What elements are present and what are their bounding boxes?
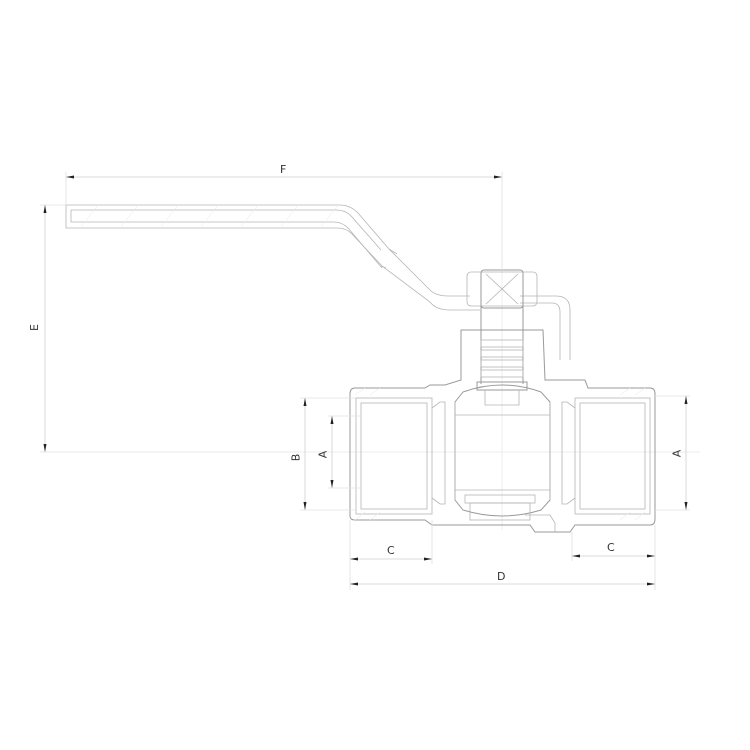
center-lines xyxy=(300,262,700,530)
label-d: D xyxy=(497,570,506,583)
dimension-b xyxy=(300,397,356,511)
label-a-right: A xyxy=(670,449,684,458)
dimension-d xyxy=(350,582,655,586)
label-b: B xyxy=(289,453,303,462)
dimension-a-right xyxy=(655,395,690,511)
dimension-c-left xyxy=(349,520,433,590)
label-e: E xyxy=(27,324,41,331)
dimension-a-left xyxy=(328,415,361,489)
stem-and-nut xyxy=(466,269,538,406)
dimension-e xyxy=(40,204,300,453)
dimension-c-right xyxy=(571,525,656,590)
dimension-f xyxy=(65,172,503,270)
label-c-left: C xyxy=(387,544,395,557)
label-c-right: C xyxy=(607,541,615,554)
label-a-left: A xyxy=(316,450,330,459)
valve-body xyxy=(349,329,656,533)
label-f: F xyxy=(280,163,287,176)
lever-handle xyxy=(65,204,571,360)
